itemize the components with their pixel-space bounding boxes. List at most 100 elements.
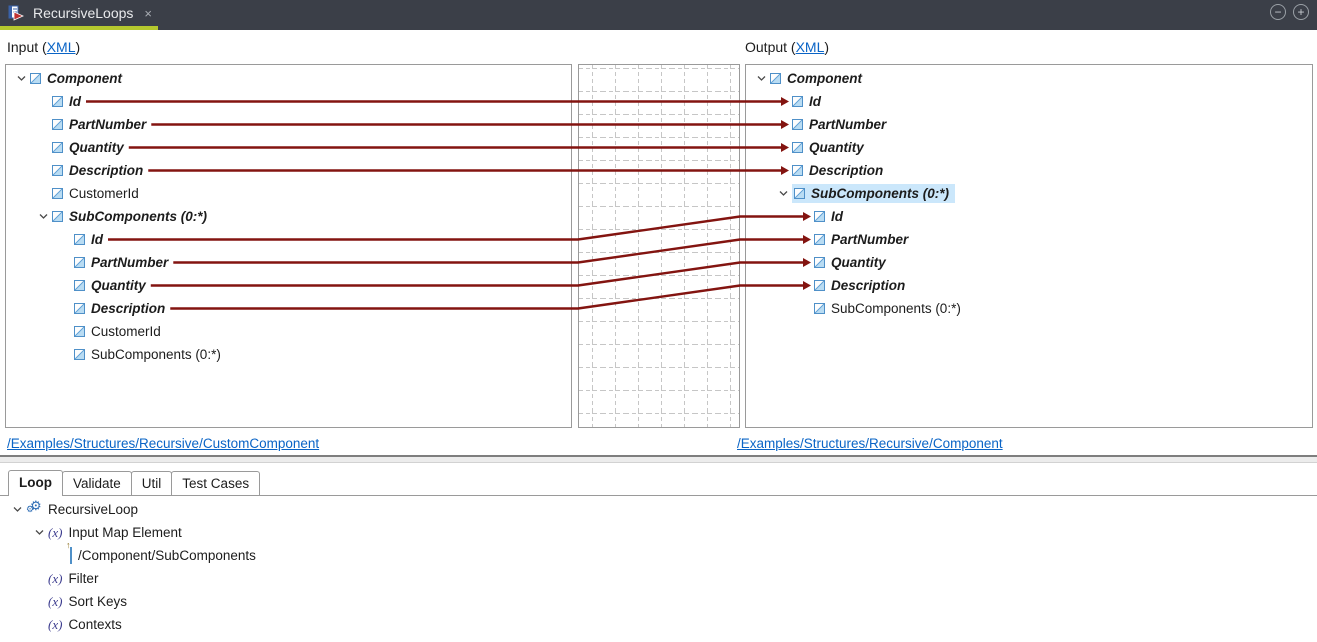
output-tree-node-label: Description [831, 278, 906, 293]
title-bar: RecursiveLoops × − + [0, 0, 1317, 30]
output-tree-node-subcomponents-0[interactable]: SubComponents (0:*) [746, 182, 1312, 205]
loop-tree-node-label: Input Map Element [68, 525, 182, 540]
input-tree-node-label: PartNumber [91, 255, 169, 270]
expression-icon: (x) [48, 524, 63, 540]
xml-element-icon [52, 211, 63, 222]
output-tree-node-quantity[interactable]: Quantity [746, 136, 1312, 159]
output-xml-link[interactable]: XML [795, 39, 825, 55]
xml-element-icon [74, 257, 85, 268]
input-tree-node-label: Quantity [91, 278, 146, 293]
tab-validate[interactable]: Validate [62, 471, 132, 495]
xml-element-icon [74, 326, 85, 337]
chevron-down-icon[interactable] [12, 504, 23, 515]
loop-tree-node-filter[interactable]: (x)Filter [2, 567, 258, 590]
output-tree-node-label: Description [809, 163, 884, 178]
loop-tree-node-recursiveloop[interactable]: ⚙⚙RecursiveLoop [2, 498, 258, 521]
xml-element-icon [792, 119, 803, 130]
input-xml-link[interactable]: XML [46, 39, 76, 55]
output-tree-node-description[interactable]: Description [746, 159, 1312, 182]
output-tree-node-id[interactable]: Id [746, 90, 1312, 113]
loop-tree-node-label: Filter [68, 571, 99, 586]
chevron-down-icon[interactable] [38, 211, 49, 222]
output-tree-node-subcomponents-0[interactable]: SubComponents (0:*) [746, 297, 1312, 320]
input-tree-node-subcomponents-0[interactable]: SubComponents (0:*) [6, 205, 571, 228]
tab-util[interactable]: Util [130, 471, 173, 495]
output-tree-node-component[interactable]: Component [746, 67, 1312, 90]
loop-properties-tree: ⚙⚙RecursiveLoop (x) Input Map Element↑/Com… [2, 498, 258, 636]
xml-element-icon [30, 73, 41, 84]
active-tab-underline [0, 26, 158, 30]
output-schema-link[interactable]: /Examples/Structures/Recursive/Component [737, 436, 1003, 451]
input-tree-node-quantity[interactable]: Quantity [6, 136, 571, 159]
xml-element-icon [52, 119, 63, 130]
gears-icon: ⚙⚙ [26, 498, 42, 514]
output-tree-node-label: Quantity [831, 255, 886, 270]
output-tree-node-description[interactable]: Description [746, 274, 1312, 297]
expression-icon: (x) [48, 616, 63, 632]
input-tree-node-label: Quantity [69, 140, 124, 155]
chevron-down-icon[interactable] [16, 73, 27, 84]
loop-tree-node-component-subcomponents[interactable]: ↑/Component/SubComponents [2, 540, 258, 567]
input-tree-node-customerid[interactable]: CustomerId [6, 182, 571, 205]
output-tree-node-partnumber[interactable]: PartNumber [746, 113, 1312, 136]
input-tree-node-label: CustomerId [69, 186, 139, 201]
xml-element-icon [814, 303, 825, 314]
input-tree-node-label: CustomerId [91, 324, 161, 339]
xml-element-icon [74, 234, 85, 245]
selected-node-highlight[interactable]: SubComponents (0:*) [792, 184, 955, 203]
output-tree-node-partnumber[interactable]: PartNumber [746, 228, 1312, 251]
pane-headers: Input (XML) Output (XML) [0, 39, 1317, 57]
input-schema-link[interactable]: /Examples/Structures/Recursive/CustomCom… [7, 436, 320, 451]
input-tree-node-id[interactable]: Id [6, 228, 571, 251]
zoom-out-icon[interactable]: − [1270, 4, 1286, 20]
loop-tree-node-sort-keys[interactable]: (x)Sort Keys [2, 590, 258, 613]
output-tree-node-label: SubComponents (0:*) [831, 301, 961, 316]
expression-icon: (x) [48, 593, 63, 609]
output-tree-node-id[interactable]: Id [746, 205, 1312, 228]
output-tree-node-label: PartNumber [809, 117, 887, 132]
input-tree-node-customerid[interactable]: CustomerId [6, 320, 571, 343]
input-tree-node-label: Id [69, 94, 81, 109]
input-tree-node-id[interactable]: Id [6, 90, 571, 113]
input-tree-node-label: SubComponents (0:*) [91, 347, 221, 362]
loop-tree-node-contexts[interactable]: (x)Contexts [2, 613, 258, 636]
document-tab[interactable]: RecursiveLoops × [0, 0, 164, 26]
horizontal-splitter[interactable] [0, 455, 1317, 463]
input-tree-node-partnumber[interactable]: PartNumber [6, 251, 571, 274]
zoom-in-icon[interactable]: + [1293, 4, 1309, 20]
input-tree-node-label: Component [47, 71, 122, 86]
xml-element-icon [52, 96, 63, 107]
output-pane-header: Output (XML) [745, 39, 829, 55]
xml-element-icon [792, 96, 803, 107]
input-tree-node-label: Description [69, 163, 144, 178]
document-tab-title: RecursiveLoops [33, 5, 134, 21]
xml-element-icon [814, 257, 825, 268]
input-tree-node-quantity[interactable]: Quantity [6, 274, 571, 297]
output-tree-node-label: PartNumber [831, 232, 909, 247]
chevron-down-icon[interactable] [756, 73, 767, 84]
chevron-down-icon[interactable] [778, 188, 789, 199]
input-tree-node-description[interactable]: Description [6, 297, 571, 320]
chevron-down-icon[interactable] [34, 527, 45, 538]
input-tree-node-label: Id [91, 232, 103, 247]
loop-tree-node-input-map-element[interactable]: (x) Input Map Element [2, 521, 258, 544]
input-tree-node-subcomponents-0[interactable]: SubComponents (0:*) [6, 343, 571, 366]
input-tree-node-description[interactable]: Description [6, 159, 571, 182]
tab-test-cases[interactable]: Test Cases [171, 471, 261, 495]
close-icon[interactable]: × [144, 5, 152, 21]
xml-element-icon [52, 165, 63, 176]
xml-element-icon [794, 188, 805, 199]
input-tree-node-component[interactable]: Component [6, 67, 571, 90]
tab-loop[interactable]: Loop [8, 470, 63, 496]
xml-element-icon [74, 303, 85, 314]
input-label: Input ( [7, 39, 47, 55]
xml-element-icon [814, 280, 825, 291]
output-tree-node-label: SubComponents (0:*) [811, 186, 949, 201]
xml-element-icon [52, 142, 63, 153]
output-tree-node-quantity[interactable]: Quantity [746, 251, 1312, 274]
dashed-grid [579, 65, 739, 427]
mapping-grid-panel[interactable] [578, 64, 740, 428]
input-tree-node-partnumber[interactable]: PartNumber [6, 113, 571, 136]
